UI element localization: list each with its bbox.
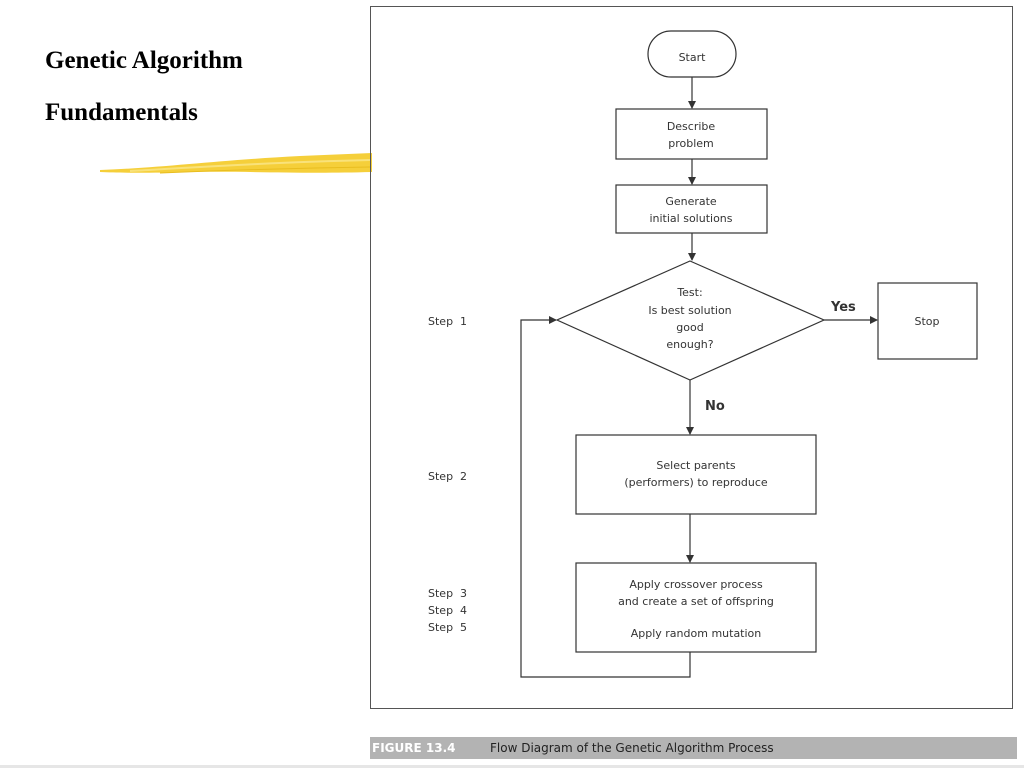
select-label-1: Select parents — [656, 459, 735, 472]
generate-label-1: Generate — [665, 195, 717, 208]
figure-caption-bar: FIGURE 13.4 Flow Diagram of the Genetic … — [370, 737, 1017, 759]
generate-label-2: initial solutions — [649, 212, 732, 225]
describe-problem-box — [615, 108, 768, 160]
step-5-label: Step 5 — [428, 621, 467, 634]
stop-label: Stop — [914, 315, 939, 328]
slide-title-line-2: Fundamentals — [45, 99, 198, 126]
crossover-label-1: Apply crossover process — [629, 578, 763, 591]
no-label: No — [705, 399, 725, 414]
slide-title-line-1: Genetic Algorithm — [45, 47, 243, 74]
select-label-2: (performers) to reproduce — [624, 476, 768, 489]
crossover-label-4: Apply random mutation — [631, 627, 762, 640]
describe-label-2: problem — [668, 137, 714, 150]
step-3-label: Step 3 — [428, 587, 467, 600]
bottom-divider — [0, 765, 1024, 768]
generate-solutions-box — [615, 184, 768, 234]
describe-label-1: Describe — [667, 120, 716, 133]
yes-label: Yes — [830, 300, 856, 315]
step-1-label: Step 1 — [428, 315, 467, 328]
step-2-label: Step 2 — [428, 470, 467, 483]
test-label-4: enough? — [666, 338, 713, 351]
figure-caption-text: Flow Diagram of the Genetic Algorithm Pr… — [490, 741, 774, 755]
crossover-label-2: and create a set of offspring — [618, 595, 774, 608]
loop-back-arrow — [520, 316, 691, 678]
start-label: Start — [679, 51, 707, 64]
test-label-3: good — [676, 321, 703, 334]
step-4-label: Step 4 — [428, 604, 467, 617]
test-label-1: Test: — [676, 286, 702, 299]
figure-number: FIGURE 13.4 — [372, 741, 456, 755]
highlight-brush-stroke — [100, 153, 372, 174]
select-parents-box — [575, 434, 817, 515]
test-label-2: Is best solution — [648, 304, 731, 317]
figure-frame — [370, 6, 1013, 709]
crossover-mutation-box — [575, 562, 817, 653]
stop-box — [877, 282, 978, 360]
